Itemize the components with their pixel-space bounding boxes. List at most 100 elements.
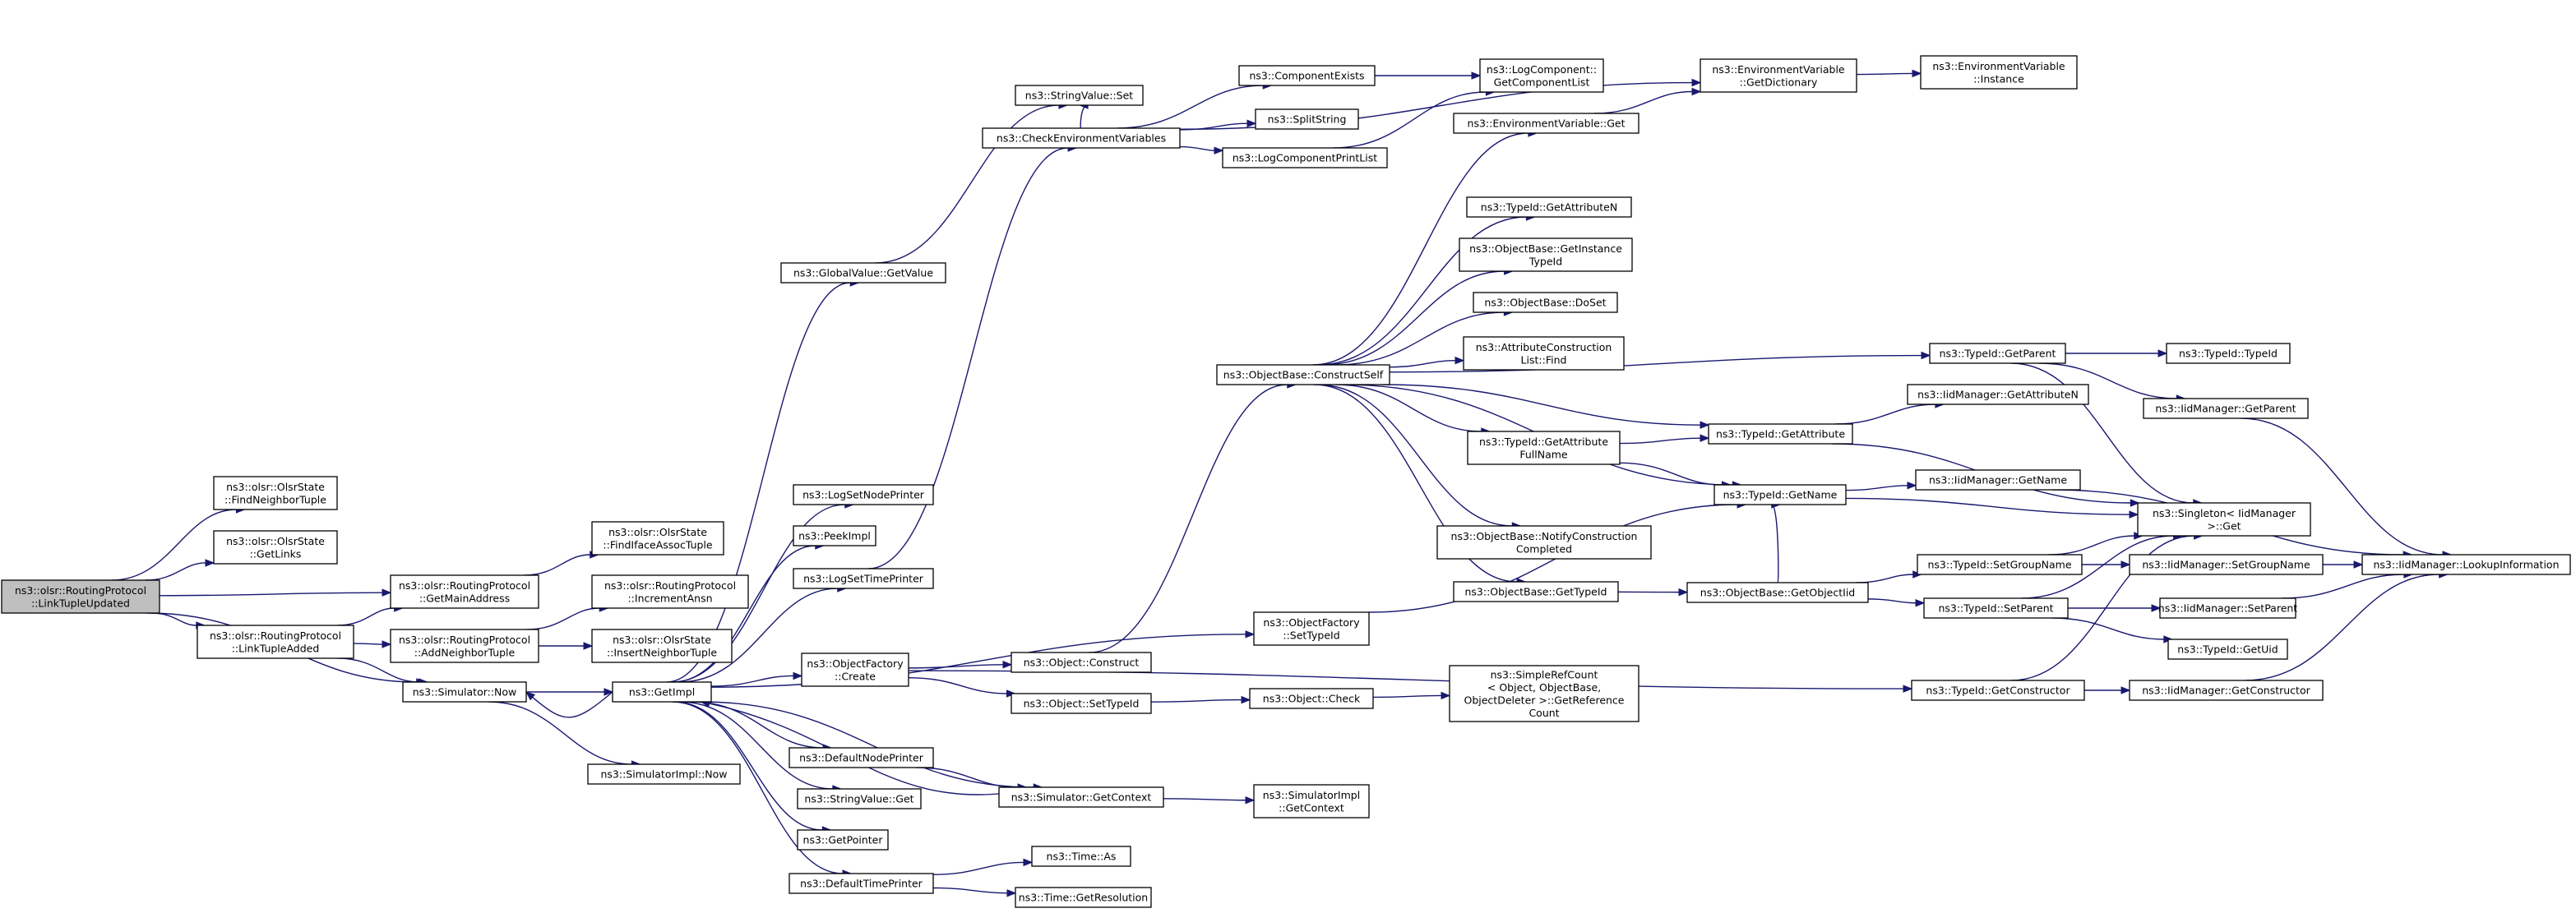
node-label: ns3::ObjectFactory [1263,616,1360,629]
node-iidGetName[interactable]: ns3::IidManager::GetName [1915,469,2081,491]
node-logSetTime[interactable]: ns3::LogSetTimePrinter [793,568,934,589]
node-label: ns3::TypeId::SetGroupName [1927,559,2071,571]
nodes-layer: ns3::olsr::RoutingProtocol::LinkTupleUpd… [1,55,2571,908]
node-label: ns3::ObjectBase::NotifyConstruction [1451,530,1638,542]
node-box [587,763,741,785]
node-label: ns3::DefaultTimePrinter [800,878,923,890]
node-iidGetConstructor[interactable]: ns3::IidManager::GetConstructor [2129,680,2324,701]
node-defaultTime[interactable]: ns3::DefaultTimePrinter [789,873,934,894]
node-box [2159,597,2296,619]
node-logCompGetList[interactable]: ns3::LogComponent::GetComponentList [1479,58,1604,93]
node-box [789,747,934,768]
node-objFactoryCreate[interactable]: ns3::ObjectFactory::Create [801,652,909,687]
edge-tidGetAttrFullName-to-tidGetAttribute [1619,434,1710,445]
node-box [2129,680,2324,701]
node-simImplGetContext[interactable]: ns3::SimulatorImpl::GetContext [1253,784,1370,818]
node-label: ::LinkTupleUpdated [31,597,130,609]
edge-simGetContext-to-simImplGetContext [1163,796,1256,805]
node-label: ns3::PeekImpl [798,530,871,542]
node-iidGetAttrN[interactable]: ns3::IidManager::GetAttributeN [1907,384,2089,405]
node-defaultNode[interactable]: ns3::DefaultNodePrinter [789,747,934,768]
node-svSet[interactable]: ns3::StringValue::Set [1015,85,1144,106]
node-peekImpl[interactable]: ns3::PeekImpl [793,525,876,546]
node-simGetContext[interactable]: ns3::Simulator::GetContext [998,786,1164,808]
node-iidLookup[interactable]: ns3::IidManager::LookupInformation [2361,554,2571,575]
edge-tidSetGroupName-to-singletonGet [2048,532,2144,556]
node-obGetTypeId[interactable]: ns3::ObjectBase::GetTypeId [1453,581,1619,602]
node-getImpl[interactable]: ns3::GetImpl [612,681,712,703]
node-addNeighbor[interactable]: ns3::olsr::RoutingProtocol::AddNeighborT… [390,629,539,663]
node-tidTypeId[interactable]: ns3::TypeId::TypeId [2166,343,2291,364]
node-obDoSet[interactable]: ns3::ObjectBase::DoSet [1473,292,1618,313]
node-box [1222,147,1388,168]
node-getMainAddr[interactable]: ns3::olsr::RoutingProtocol::GetMainAddre… [390,574,539,609]
node-iidSetGroupName[interactable]: ns3::IidManager::SetGroupName [2129,554,2324,575]
node-box [1920,55,2078,90]
node-findNeighbor[interactable]: ns3::olsr::OlsrState::FindNeighborTuple [213,476,338,510]
node-root[interactable]: ns3::olsr::RoutingProtocol::LinkTupleUpd… [1,579,160,614]
node-iidSetParent[interactable]: ns3::IidManager::SetParent [2158,597,2298,619]
node-simImplNow[interactable]: ns3::SimulatorImpl::Now [587,763,741,785]
node-tidSetGroupName[interactable]: ns3::TypeId::SetGroupName [1917,554,2083,575]
node-label: ns3::IidManager::LookupInformation [2373,559,2559,571]
node-iidGetParent[interactable]: ns3::IidManager::GetParent [2143,398,2309,419]
node-envGetDict[interactable]: ns3::EnvironmentVariable::GetDictionary [1700,58,1857,93]
node-box [1253,784,1370,818]
edge-obGetTypeId-to-obGetObjectIid [1617,588,1689,597]
node-incAnsn[interactable]: ns3::olsr::RoutingProtocol::IncrementAns… [591,574,749,609]
node-linkTupleAdded[interactable]: ns3::olsr::RoutingProtocol::LinkTupleAdd… [197,625,354,659]
node-box [1917,554,2083,575]
node-compExists[interactable]: ns3::ComponentExists [1238,65,1376,86]
node-objSetTypeId[interactable]: ns3::Object::SetTypeId [1011,693,1152,714]
node-tidGetConstructor[interactable]: ns3::TypeId::GetConstructor [1911,680,2085,701]
node-objCheck[interactable]: ns3::Object::Check [1249,688,1374,709]
node-findIface[interactable]: ns3::olsr::OlsrState::FindIfaceAssocTupl… [591,521,724,556]
node-box [591,574,749,609]
node-label: < Object, ObjectBase, [1487,681,1601,694]
node-label: ns3::ObjectFactory [807,657,904,670]
node-envInstance[interactable]: ns3::EnvironmentVariable::Instance [1920,55,2078,90]
node-obGetObjectIid[interactable]: ns3::ObjectBase::GetObjectIid [1686,582,1869,603]
node-tidGetParent[interactable]: ns3::TypeId::GetParent [1929,343,2066,364]
node-simNow[interactable]: ns3::Simulator::Now [402,681,527,703]
node-obNotify[interactable]: ns3::ObjectBase::NotifyConstructionCompl… [1436,525,1652,560]
node-logCompPrint[interactable]: ns3::LogComponentPrintList [1222,147,1388,168]
node-insertNeighbor[interactable]: ns3::olsr::OlsrState::InsertNeighborTupl… [591,629,733,663]
node-box [1436,525,1652,560]
node-label: ::Create [835,670,876,682]
node-checkEnv[interactable]: ns3::CheckEnvironmentVariables [982,127,1181,149]
node-label: ns3::ObjectBase::DoSet [1484,297,1606,309]
node-svGet[interactable]: ns3::StringValue::Get [797,788,922,809]
node-objBaseConstructSelf[interactable]: ns3::ObjectBase::ConstructSelf [1216,364,1390,385]
node-getPointer[interactable]: ns3::GetPointer [797,829,889,851]
node-logSetNode[interactable]: ns3::LogSetNodePrinter [793,484,934,505]
node-label: ::SetTypeId [1283,629,1339,641]
node-gvGetValue[interactable]: ns3::GlobalValue::GetValue [780,262,946,284]
node-simpleRef[interactable]: ns3::SimpleRefCount< Object, ObjectBase,… [1449,665,1639,722]
node-splitString[interactable]: ns3::SplitString [1255,108,1359,130]
node-singletonGet[interactable]: ns3::Singleton< IidManager >::Get [2137,502,2311,537]
node-box [1907,384,2089,405]
node-tidGetAttribute[interactable]: ns3::TypeId::GetAttribute [1708,423,1853,445]
node-tidGetName[interactable]: ns3::TypeId::GetName [1713,484,1847,505]
node-ofSetTypeId[interactable]: ns3::ObjectFactory::SetTypeId [1253,611,1370,646]
node-box [780,262,946,284]
node-timeGetRes[interactable]: ns3::Time::GetResolution [1015,887,1152,908]
node-tidSetParent[interactable]: ns3::TypeId::SetParent [1923,597,2069,619]
node-tidGetAttrN[interactable]: ns3::TypeId::GetAttributeN [1466,196,1632,218]
node-label: ns3::Singleton< IidManager [2153,507,2296,519]
node-envGet[interactable]: ns3::EnvironmentVariable::Get [1453,113,1639,134]
node-box [797,788,922,809]
node-box [793,568,934,589]
node-getLinks[interactable]: ns3::olsr::OlsrState::GetLinks [213,530,338,565]
node-label: ns3::DefaultNodePrinter [799,752,924,764]
node-tidGetUid[interactable]: ns3::TypeId::GetUid [2167,639,2288,660]
node-objConstruct[interactable]: ns3::Object::Construct [1011,652,1152,673]
node-label: ns3::olsr::OlsrState [613,634,711,646]
node-box [402,681,527,703]
node-timeAs[interactable]: ns3::Time::As [1031,846,1131,867]
node-box [213,530,338,565]
